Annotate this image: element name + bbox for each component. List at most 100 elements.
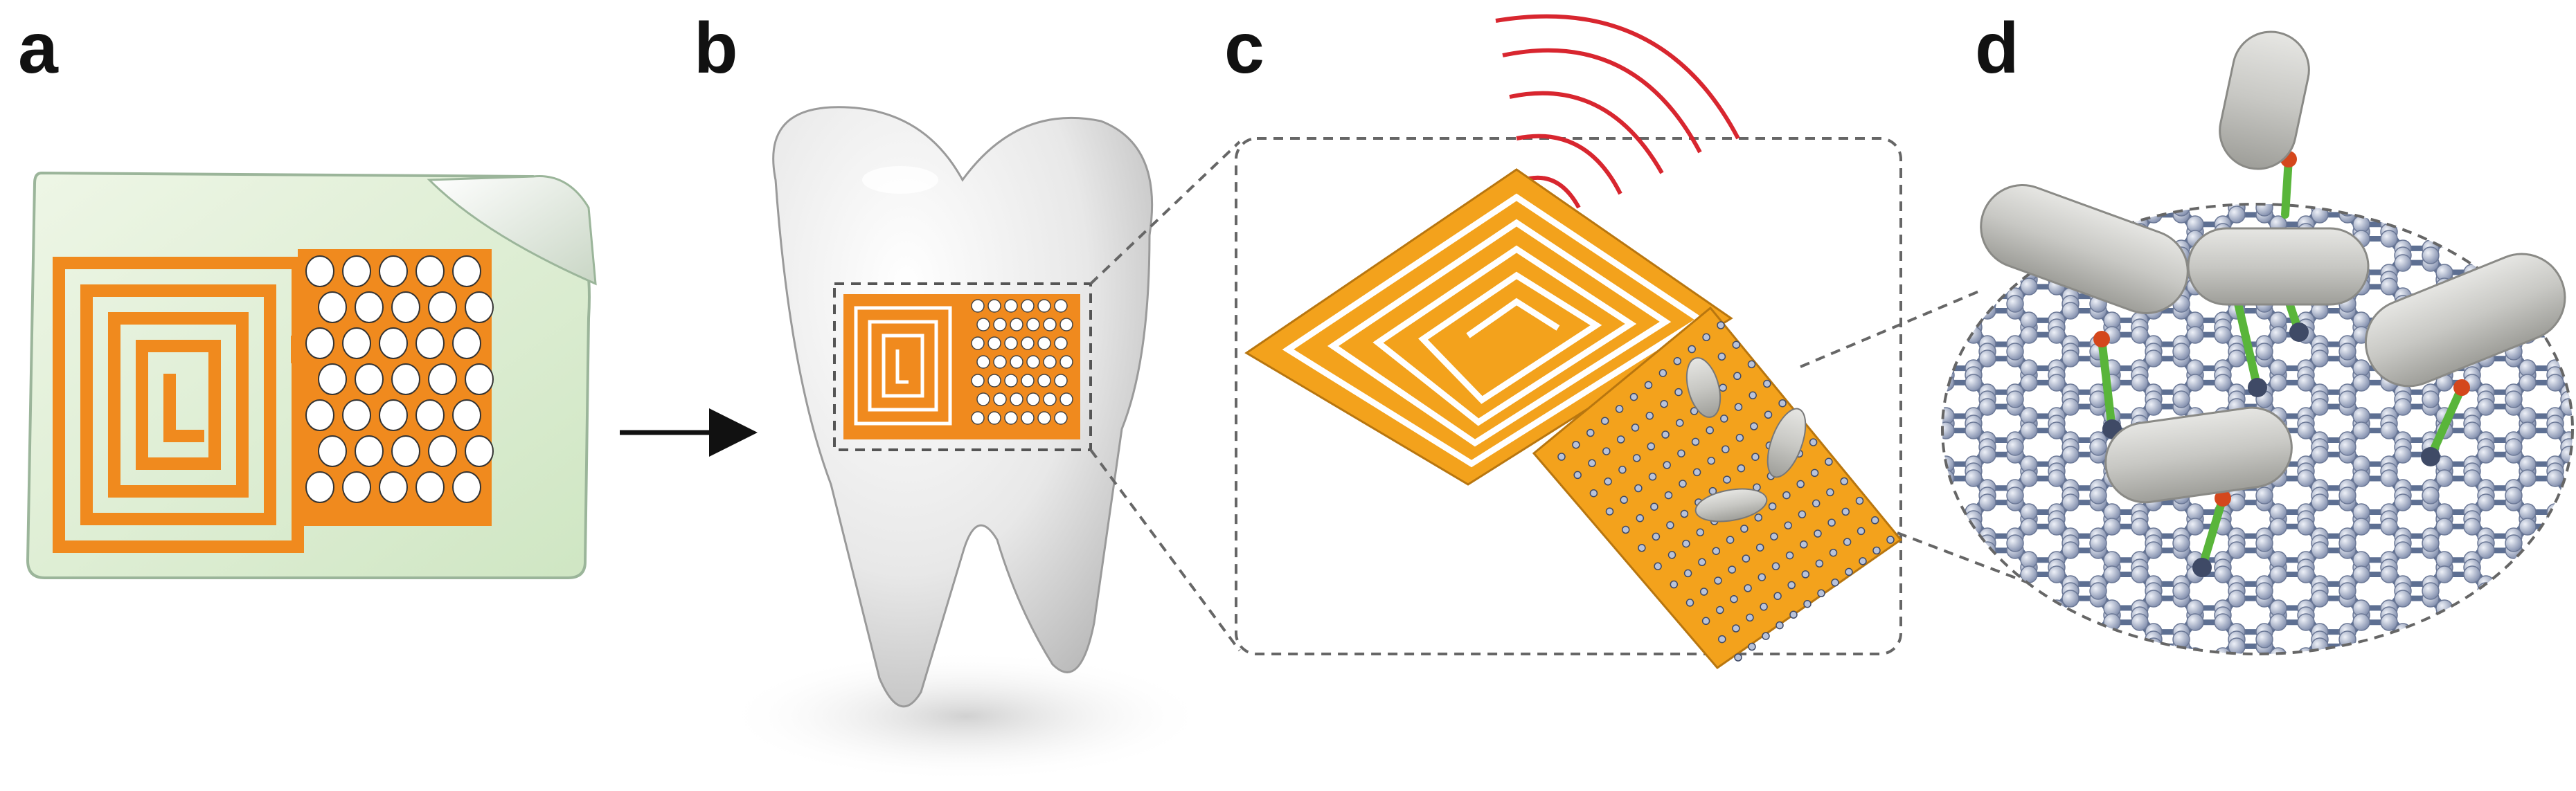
lattice-atom — [2103, 518, 2121, 536]
lattice-atom — [2062, 727, 2079, 743]
lattice-bond — [1974, 694, 1987, 711]
lattice-atom — [1965, 374, 1983, 392]
lattice-atom — [2187, 134, 2203, 151]
lattice-atom — [2228, 734, 2245, 750]
lattice-bond — [2347, 671, 2361, 687]
lattice-atom — [2228, 767, 2245, 784]
mesh-node — [1663, 461, 1671, 469]
lattice-atom — [2187, 710, 2203, 727]
lattice-bond — [1932, 143, 1946, 159]
lattice-bond — [2223, 742, 2237, 758]
lattice-atom — [1965, 134, 1982, 151]
lattice-atom — [2090, 727, 2107, 743]
lattice-bond — [1942, 253, 1949, 275]
lattice-atom — [1924, 583, 1940, 599]
lattice-atom — [2228, 206, 2246, 224]
lattice-atom — [2395, 111, 2411, 127]
lattice-atom — [1896, 720, 1913, 736]
lattice-atom — [1882, 607, 1899, 624]
lattice-atom — [2478, 671, 2494, 688]
mesh-node — [1812, 499, 1821, 508]
lattice-atom — [2104, 695, 2120, 712]
lattice-atom — [2061, 446, 2079, 464]
lattice-bond — [2015, 95, 2029, 111]
lattice-bond — [2181, 167, 2195, 183]
lattice-atom — [2311, 637, 2329, 654]
mesh-node — [1645, 412, 1654, 420]
lattice-atom — [2478, 152, 2494, 168]
lattice-atom — [2505, 103, 2522, 120]
lattice-bond — [2264, 735, 2278, 752]
lattice-atom — [1938, 662, 1954, 679]
lattice-bond — [1849, 383, 1863, 399]
mesh-node — [1714, 576, 1722, 585]
lattice-atom — [2145, 349, 2163, 367]
mesh-cell — [452, 399, 481, 431]
panel-label-a: a — [18, 8, 58, 89]
lattice-atom — [2048, 134, 2065, 151]
lattice-atom — [2547, 702, 2564, 719]
lattice-atom — [2547, 134, 2564, 151]
lattice-atom — [2353, 183, 2370, 199]
lattice-bond — [2469, 597, 2489, 617]
lattice-atom — [1965, 421, 1983, 439]
lattice-atom — [2173, 720, 2190, 736]
lattice-bond — [1849, 399, 1863, 416]
lattice-atom — [2089, 582, 2107, 600]
lattice-bond — [2389, 95, 2403, 111]
lattice-atom — [2395, 767, 2411, 784]
lattice-atom — [1942, 215, 1955, 233]
mesh-node — [1747, 360, 1756, 369]
mesh-cell — [987, 411, 1001, 425]
lattice-atom — [2228, 637, 2246, 654]
lattice-bond — [2347, 111, 2361, 128]
lattice-bond — [1942, 620, 1949, 642]
lattice-atom — [2395, 734, 2411, 750]
lattice-bond — [2015, 663, 2029, 680]
zoom-line-b-bottom — [1089, 448, 1241, 652]
lattice-atom — [2519, 230, 2537, 248]
lattice-atom — [2547, 743, 2564, 760]
lattice-atom — [2478, 686, 2494, 702]
lattice-atom — [1896, 671, 1913, 688]
lattice-atom — [1965, 87, 1982, 103]
lattice-atom — [2062, 152, 2079, 168]
lattice-bond — [2095, 644, 2115, 654]
lattice-atom — [2435, 647, 2453, 654]
lattice-bond — [1890, 735, 1904, 752]
lattice-atom — [1854, 662, 1871, 679]
lattice-bond — [1971, 204, 1990, 210]
lattice-bond — [2140, 160, 2154, 176]
lattice-atom — [2519, 134, 2536, 151]
lattice-bond — [2431, 160, 2444, 176]
lattice-bond — [1932, 95, 1946, 111]
lattice-atom — [1965, 599, 1983, 617]
lattice-bond — [2514, 183, 2528, 200]
lattice-bond — [2555, 711, 2569, 727]
lattice-atom — [2519, 647, 2537, 654]
lattice-atom — [2464, 751, 2480, 767]
lattice-atom — [2436, 127, 2453, 144]
lattice-atom — [2339, 734, 2356, 750]
lattice-bond — [2511, 637, 2530, 654]
lattice-bond — [2057, 671, 2070, 687]
mesh-node — [1886, 536, 1895, 544]
mesh-cell — [971, 374, 985, 388]
lattice-atom — [2519, 751, 2536, 767]
mesh-node — [1691, 437, 1700, 446]
lattice-atom — [2560, 630, 2573, 648]
lattice-atom — [1965, 558, 1983, 576]
lattice-atom — [2255, 630, 2273, 648]
lattice-atom — [1979, 111, 1996, 127]
lattice-bond — [2098, 663, 2112, 680]
mesh-node — [1768, 502, 1777, 511]
lattice-atom — [2228, 679, 2245, 695]
lattice-bond — [1942, 373, 1949, 394]
lattice-atom — [2422, 204, 2440, 210]
lattice-bond — [1849, 160, 1863, 176]
lattice-atom — [2477, 630, 2495, 648]
mesh-node — [1618, 466, 1627, 474]
mesh-node — [1817, 589, 1825, 598]
lattice-bond — [2514, 663, 2528, 680]
lattice-atom — [1978, 302, 1996, 320]
